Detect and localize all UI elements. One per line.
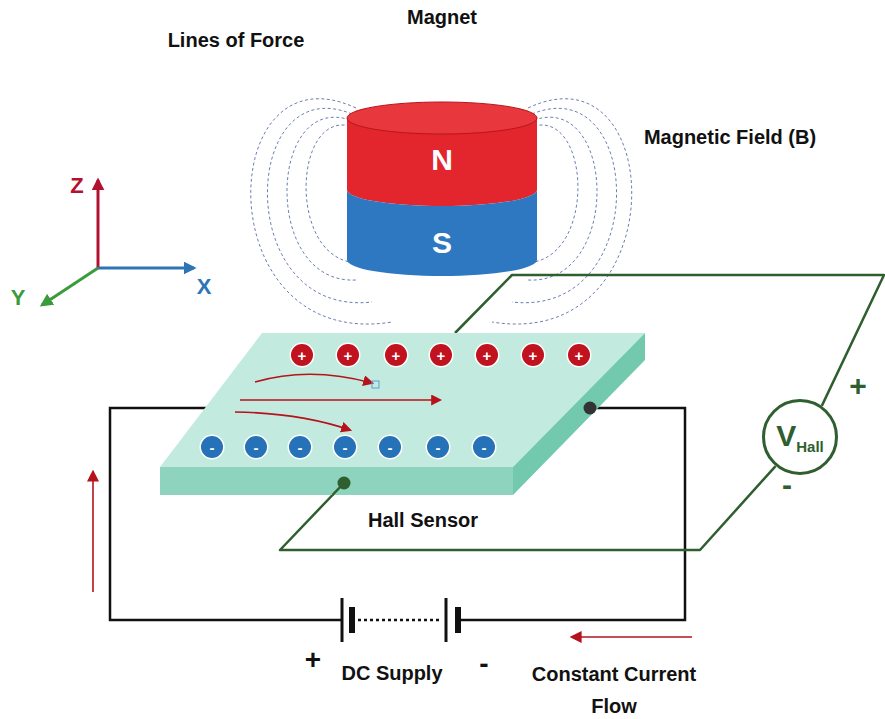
carrier-path — [240, 399, 440, 401]
field-line — [287, 117, 356, 280]
charge-sign: + — [529, 348, 538, 363]
charge-sign: + — [575, 348, 584, 363]
meter-symbol: V — [776, 419, 796, 452]
axis-label: Z — [70, 168, 83, 203]
magnet-pole: N — [347, 100, 537, 208]
contact-dot — [584, 402, 597, 415]
charge-circle: + — [430, 344, 452, 366]
field-line — [528, 117, 597, 280]
pole-label: S — [432, 226, 452, 260]
charge-sign: - — [343, 440, 348, 455]
callout-label: Magnetic Field (B) — [644, 121, 816, 153]
magnet-top — [347, 102, 537, 134]
current-arrow — [572, 636, 692, 638]
charge-circle: + — [476, 344, 498, 366]
field-lines — [251, 99, 632, 324]
axis-label: Y — [11, 280, 26, 315]
charge-sign: + — [344, 348, 353, 363]
pole-label: N — [431, 143, 453, 177]
voltmeter-circle: VHall — [762, 399, 838, 475]
contact-dot — [338, 477, 351, 490]
carrier-path — [255, 374, 372, 383]
charge-circle: - — [245, 436, 267, 458]
polarity-sign: + — [849, 362, 867, 410]
charge-circle: - — [427, 436, 449, 458]
battery-dots — [358, 619, 440, 622]
carrier-path — [235, 412, 350, 430]
charge-sign: - — [436, 440, 441, 455]
polarity-sign: + — [305, 638, 321, 683]
polarity-sign: - — [479, 642, 488, 687]
magnet-body — [347, 190, 537, 276]
charge-sign: - — [482, 440, 487, 455]
charge-circle: + — [385, 344, 407, 366]
battery-plate — [455, 607, 461, 633]
plate-side — [513, 333, 645, 495]
battery-plate — [349, 607, 355, 633]
charge-circle: - — [473, 436, 495, 458]
current-arrow — [92, 472, 94, 592]
charge-sign: + — [483, 348, 492, 363]
battery-symbol — [342, 598, 458, 642]
axis-label: X — [197, 269, 212, 304]
battery-plate — [341, 598, 344, 642]
plate-top — [160, 333, 645, 467]
flow-label: Constant Current Flow — [509, 658, 719, 719]
charge-sign: + — [437, 348, 446, 363]
callout-label: Lines of Force — [168, 24, 305, 56]
sensor-label: Hall Sensor — [368, 509, 478, 532]
meter-text: VHall — [776, 419, 824, 454]
charge-circle: + — [522, 344, 544, 366]
charge-sign: - — [254, 440, 259, 455]
meter-subscript: Hall — [796, 438, 824, 455]
plate-front — [160, 467, 513, 495]
charge-circle: + — [568, 344, 590, 366]
battery-plate — [445, 598, 448, 642]
title-label: Magnet — [407, 1, 477, 33]
z-axis — [97, 180, 100, 268]
charge-circle: + — [291, 344, 313, 366]
field-line — [306, 125, 350, 262]
charge-circle: - — [379, 436, 401, 458]
charge-circle: + — [337, 344, 359, 366]
circuit-wire — [458, 408, 685, 620]
charge-circle: - — [289, 436, 311, 458]
magnet-pole: S — [347, 190, 537, 278]
y-axis — [42, 268, 98, 305]
field-line — [534, 125, 578, 262]
x-axis — [98, 267, 194, 270]
charge-sign: - — [388, 440, 393, 455]
charge-sign: - — [298, 440, 303, 455]
charge-circle: - — [334, 436, 356, 458]
charge-circle: - — [201, 436, 223, 458]
carrier-mark — [372, 381, 379, 388]
hall-sensor: Hall Sensor+++++++------- — [160, 333, 645, 495]
polarity-sign: - — [782, 461, 792, 509]
charge-sign: - — [210, 440, 215, 455]
supply-label: DC Supply — [341, 657, 442, 689]
charge-sign: + — [392, 348, 401, 363]
charge-sign: + — [298, 348, 307, 363]
